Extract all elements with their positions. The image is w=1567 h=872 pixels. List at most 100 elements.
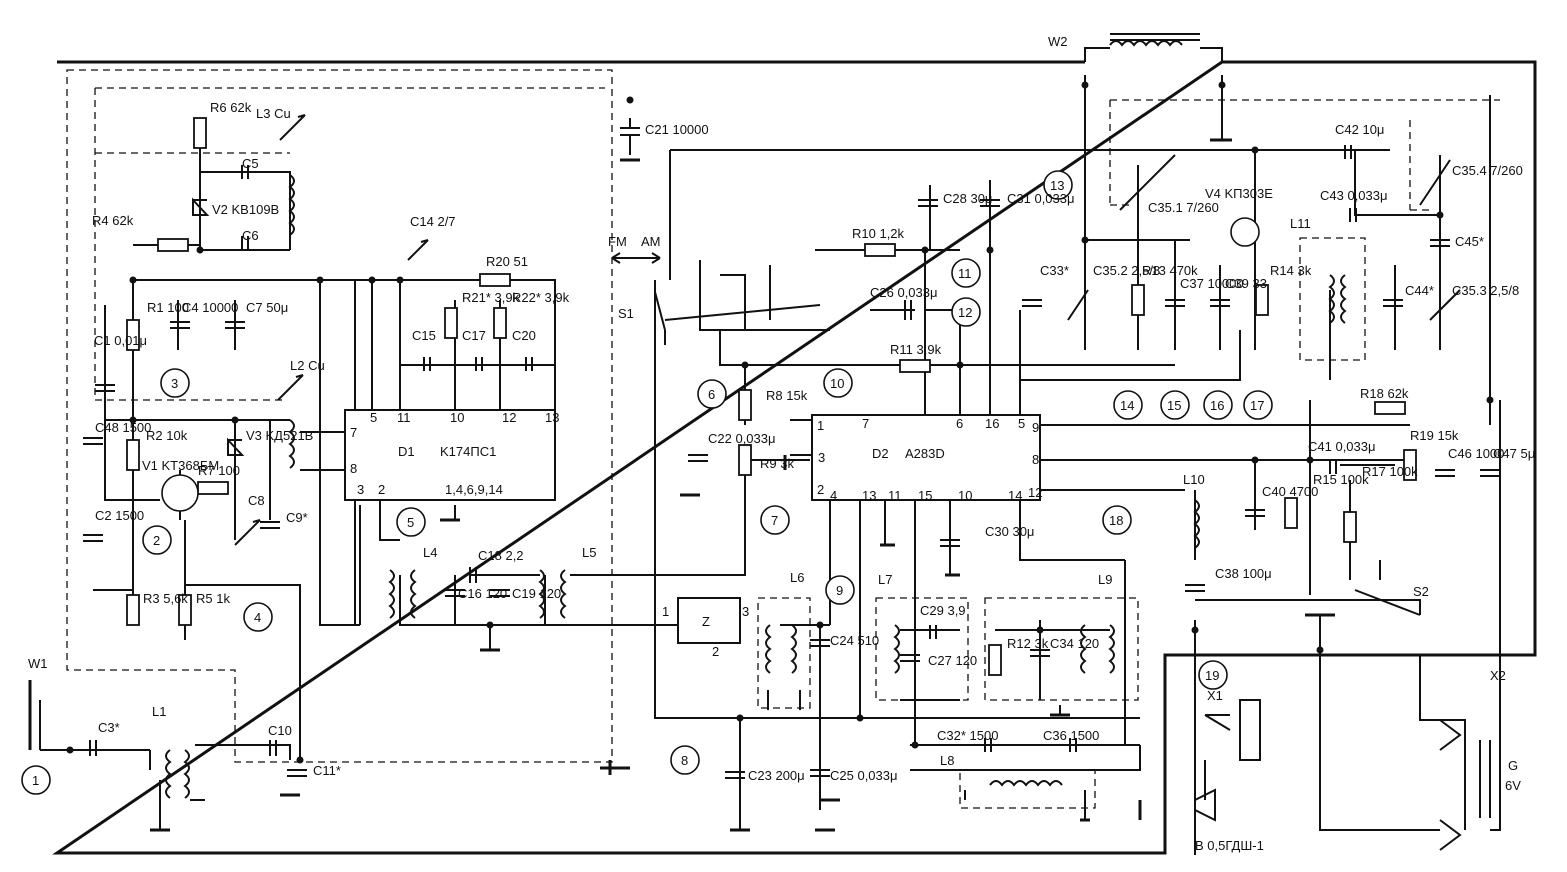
label-c17: C17 [462,328,486,343]
label-g: G [1508,758,1518,773]
label-l7: L7 [878,572,892,587]
label-r17: R17 100k [1362,464,1418,479]
label-r2: R2 10k [146,428,188,443]
filter-z-box [677,597,741,644]
label-c15: C15 [412,328,436,343]
ic-d2-pin: 15 [918,488,932,503]
ic-d2-pin: 7 [862,416,869,431]
label-r22: R22* 3,9k [512,290,570,305]
label-r1: R1 100 [147,300,189,315]
ic-d2-pin: 3 [818,450,825,465]
label-r19: R19 15k [1410,428,1459,443]
label-l1: L1 [152,704,166,719]
tp-6: 6 [708,387,715,402]
label-r13: R13 470k [1142,263,1198,278]
label-l10: L10 [1183,472,1205,487]
label-c30: C30 30μ [985,524,1034,539]
label-c1: C1 0,01μ [94,333,147,348]
tp-2: 2 [153,533,160,548]
label-v4: V4 KП303E [1205,186,1273,201]
filter-z-ref: Z [702,614,710,629]
label-c5: C5 [242,156,259,171]
tp-10: 10 [830,376,844,391]
label-r18: R18 62k [1360,386,1409,401]
label-x1: X1 [1207,688,1223,703]
label-w2: W2 [1048,34,1068,49]
label-c45: C45* [1455,234,1484,249]
tp-13: 13 [1050,178,1064,193]
label-c37: C37 10000 [1180,276,1244,291]
ic-d1-pin: 10 [450,410,464,425]
label-l8: L8 [940,753,954,768]
label-c47: C47 5μ [1493,446,1535,461]
label-6v: 6V [1505,778,1521,793]
ic-d1-pin: 2 [378,482,385,497]
label-c33: C33* [1040,263,1069,278]
tp-19: 19 [1205,668,1219,683]
tp-7: 7 [771,513,778,528]
ic-d2-pin: 6 [956,416,963,431]
label-c26: C26 0,033μ [870,285,937,300]
ic-d1-pin: 12 [502,410,516,425]
ic-d2-pin: 9 [1032,420,1039,435]
tp-5: 5 [407,515,414,530]
tp-14: 14 [1120,398,1134,413]
ic-d1-pin: 8 [350,461,357,476]
ic-d2-pin: 12 [1028,485,1042,500]
label-r21: R21* 3,9k [462,290,520,305]
label-r8: R8 15k [766,388,808,403]
label-r20: R20 51 [486,254,528,269]
label-c8: C8 [248,493,265,508]
label-c34: C34 120 [1050,636,1099,651]
label-v2: V2 KB109B [212,202,279,217]
label-c43: C43 0,033μ [1320,188,1387,203]
label-r9: R9 3k [760,456,794,471]
ic-d2-pin: 16 [985,416,999,431]
ic-d1-pin: 13 [545,410,559,425]
label-l9: L9 [1098,572,1112,587]
ic-d2-part: A283D [905,446,945,461]
ic-d2-pin: 2 [817,482,824,497]
label-c48: C48 1500 [95,420,151,435]
label-c40: C40 4700 [1262,484,1318,499]
label-c46: C46 1000 [1448,446,1504,461]
label-c21: C21 10000 [645,122,709,137]
label-c18: C18 2,2 [478,548,524,563]
label-l4: L4 [423,545,437,560]
label-c41: C41 0,033μ [1308,439,1375,454]
filter-z-pin: 1 [662,604,669,619]
label-c19: C19 120 [512,586,561,601]
label-r15: R15 100k [1313,472,1369,487]
label-c16: C16 120 [458,586,507,601]
ic-d2-pin: 11 [888,488,902,503]
ic-d1-pin: 3 [357,482,364,497]
label-c25: C25 0,033μ [830,768,897,783]
label-r11: R11 3,9k [890,342,942,357]
tp-18: 18 [1109,513,1123,528]
ic-d1-ref: D1 [398,444,415,459]
label-c10: C10 [268,723,292,738]
label-c14: C14 2/7 [410,214,456,229]
tp-8: 8 [681,753,688,768]
ic-d2-ref: D2 [872,446,889,461]
ic-d2-pin: 1 [817,418,824,433]
tp-11: 11 [958,266,972,281]
ic-d1-box [344,409,556,501]
label-fm: FM [608,234,627,249]
label-c22: C22 0,033μ [708,431,775,446]
tp-9: 9 [836,583,843,598]
label-c38: C38 100μ [1215,566,1272,581]
label-c29: C29 3,9 [920,603,966,618]
label-c4: C4 10000 [182,300,238,315]
ic-d2-pin: 4 [830,488,837,503]
label-l2: L2 Cu [290,358,325,373]
ic-d1-pin: 11 [397,410,411,425]
label-c36: C36 1500 [1043,728,1099,743]
tp-12: 12 [958,305,972,320]
ic-d1-pin: 7 [350,425,357,440]
ic-d1-pin: 5 [370,410,377,425]
tp-15: 15 [1167,398,1181,413]
filter-z-pin: 3 [742,604,749,619]
label-c6: C6 [242,228,259,243]
